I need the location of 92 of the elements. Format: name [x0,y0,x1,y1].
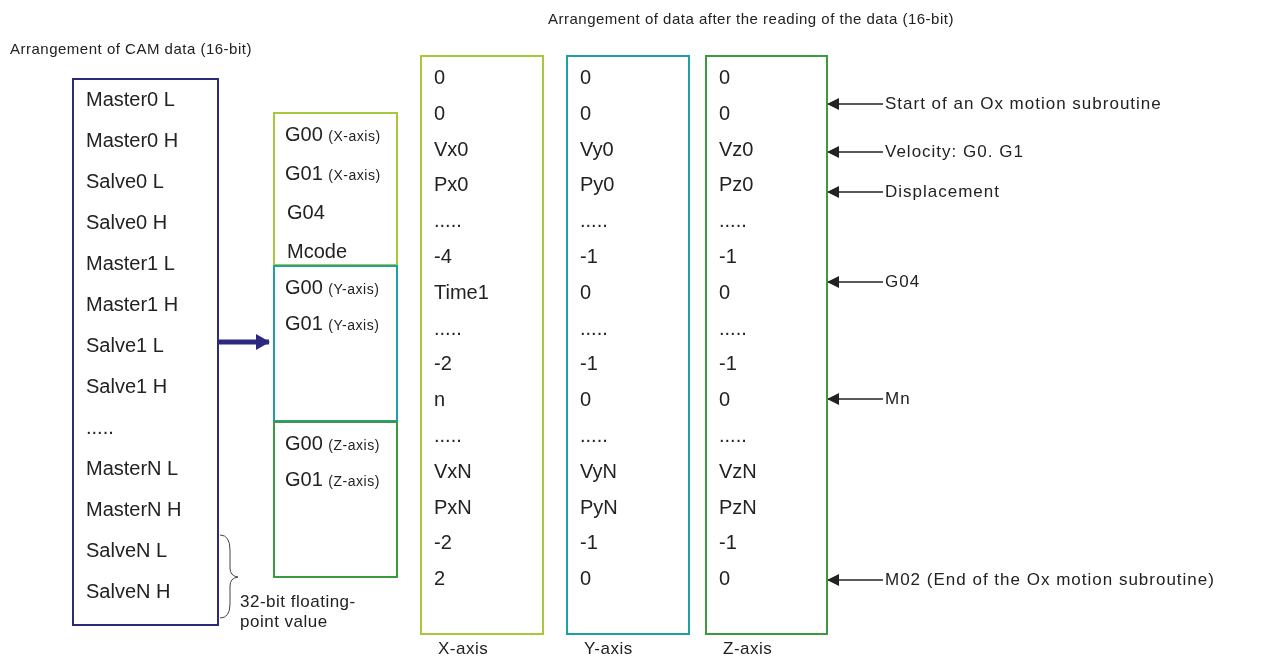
annotation-text: G04 [885,272,921,292]
data-entry: 0 [434,66,446,89]
data-entry: Master0 H [86,129,179,152]
data-entry: Px0 [434,173,469,197]
code-block [273,421,398,578]
data-entry: PzN [719,495,757,519]
column-caption: X-axis [438,639,489,659]
data-entry: ..... [580,424,608,447]
data-entry: Vy0 [580,137,614,161]
data-entry: -1 [580,352,598,376]
annotation-text: Mn [885,389,911,409]
data-entry: Mcode [287,240,348,263]
data-entry: Vx0 [434,137,469,161]
data-entry: ..... [434,424,462,447]
data-entry: n [434,388,446,412]
data-entry: -1 [719,531,737,555]
data-entry: Time1 [434,280,489,304]
column-caption: Z-axis [723,639,773,659]
data-entry: G00 (Y-axis) [285,276,380,299]
data-column [705,55,828,635]
code-block [273,265,398,422]
data-entry: ..... [719,316,747,340]
annotation-text: Displacement [885,182,1000,202]
data-entry: 0 [719,66,731,89]
annotation-text: Velocity: G0. G1 [885,142,1024,162]
data-entry: ..... [580,316,608,340]
brace-note: 32-bit floating-point value [240,592,357,632]
data-entry: ..... [434,316,462,340]
data-entry: ..... [719,209,747,233]
data-entry: VzN [719,459,757,483]
data-entry: 0 [580,66,592,89]
data-entry: Salve1 H [86,375,168,398]
data-entry: Salve0 H [86,211,168,234]
data-entry: Master1 H [86,293,179,316]
data-entry: Master0 L [86,88,175,111]
data-entry: Vz0 [719,137,754,161]
arrow [827,186,884,198]
data-entry: G01 (X-axis) [285,162,381,185]
data-entry: 0 [719,388,731,412]
data-entry: 0 [580,388,592,412]
data-entry: -1 [719,352,737,376]
data-column [420,55,544,635]
data-entry: PxN [434,495,472,519]
data-entry: ..... [86,416,114,439]
data-entry: SalveN L [86,539,168,562]
data-entry: ..... [580,209,608,233]
data-entry: 0 [580,280,592,304]
data-entry: -1 [580,245,598,268]
arrow [827,276,884,288]
data-entry: G04 [287,201,325,224]
data-entry: 2 [434,567,446,591]
data-entry: G01 (Y-axis) [285,312,380,335]
data-entry: G01 (Z-axis) [285,468,380,491]
data-entry: G00 (X-axis) [285,123,381,146]
data-entry: MasterN L [86,457,179,480]
arrow [827,393,884,405]
data-entry: 0 [434,101,446,125]
data-entry: MasterN H [86,498,182,521]
data-entry: 0 [719,280,731,304]
data-entry: -2 [434,352,452,376]
data-column [72,78,219,626]
data-entry: 0 [580,101,592,125]
column-caption: Y-axis [584,639,633,659]
annotation-text: M02 (End of the Ox motion subroutine) [885,570,1215,590]
arrow [827,98,884,110]
data-entry: ..... [719,424,747,447]
data-entry: Master1 L [86,252,175,275]
section-heading: Arrangement of data after the reading of the data (16-bit) [548,10,954,27]
data-entry: Salve1 L [86,334,164,357]
code-block [273,112,398,266]
data-entry: Py0 [580,173,615,197]
arrow [219,334,270,350]
arrow [827,574,884,586]
data-entry: G00 (Z-axis) [285,432,380,455]
data-entry: VyN [580,459,618,483]
annotation-text: Start of an Ox motion subroutine [885,94,1162,114]
arrow [827,146,884,158]
data-entry: -1 [580,531,598,555]
data-column [566,55,690,635]
data-entry: -4 [434,245,452,268]
data-entry: SalveN H [86,580,171,603]
data-entry: ..... [434,209,462,233]
data-entry: Salve0 L [86,170,164,193]
data-entry: -1 [719,245,737,268]
data-entry: PyN [580,495,618,519]
data-entry: 0 [580,567,592,591]
data-entry: Pz0 [719,173,754,197]
section-heading: Arrangement of CAM data (16-bit) [10,40,252,57]
data-entry: 0 [719,101,731,125]
data-entry: 0 [719,567,731,591]
data-entry: VxN [434,459,472,483]
data-entry: -2 [434,531,452,555]
